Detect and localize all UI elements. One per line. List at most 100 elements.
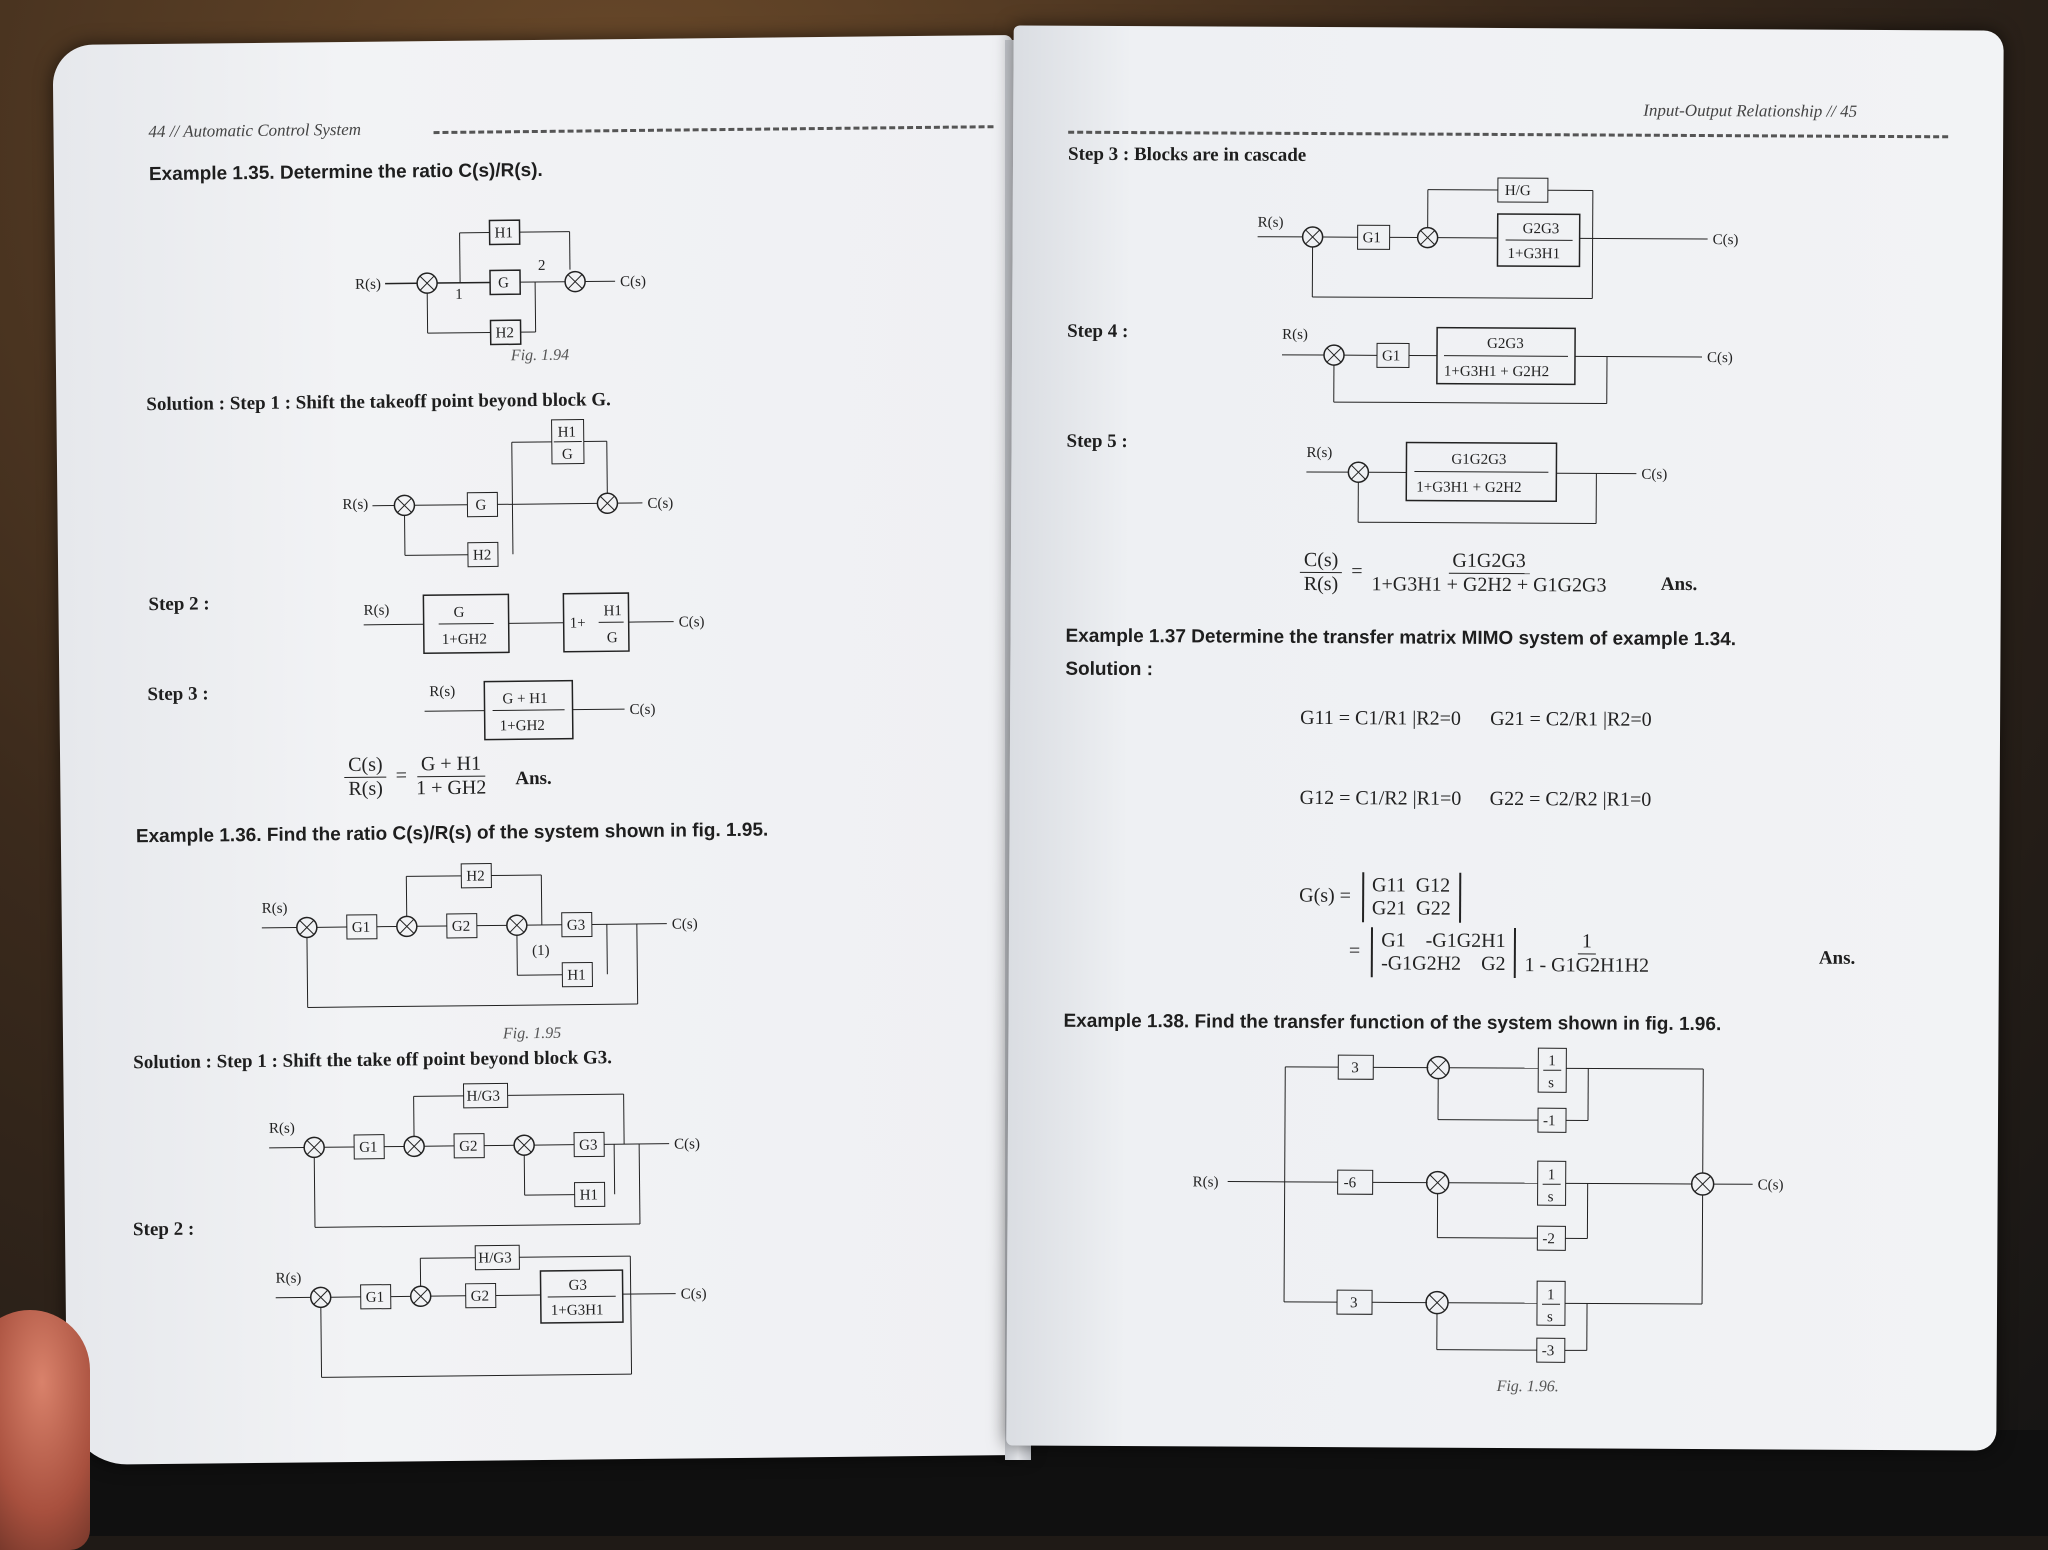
figure-caption: Fig. 1.94	[511, 347, 569, 366]
svg-text:1: 1	[1547, 1287, 1555, 1303]
svg-text:C(s): C(s)	[630, 702, 656, 718]
block-diagram-fig196: R(s) 3 1s -1 -6 1s -2 3 1s	[1192, 1046, 1814, 1369]
svg-text:C(s): C(s)	[674, 1136, 700, 1152]
svg-text:H1: H1	[603, 603, 622, 619]
svg-text:G1: G1	[359, 1140, 378, 1156]
svg-text:G2G3: G2G3	[1523, 221, 1560, 237]
svg-text:3: 3	[1350, 1295, 1358, 1311]
svg-text:1+G3H1: 1+G3H1	[551, 1302, 604, 1319]
svg-text:G2: G2	[452, 919, 471, 935]
header-rule	[1068, 131, 1948, 139]
svg-text:C(s): C(s)	[1758, 1177, 1784, 1193]
svg-text:C(s): C(s)	[681, 1286, 707, 1302]
figure-caption: Fig. 1.95	[503, 1025, 561, 1044]
svg-text:C(s): C(s)	[620, 274, 646, 290]
svg-text:H2: H2	[496, 325, 515, 341]
block-diagram-step3-right: R(s) G1 G2G3 1+G3H1 C(s) H/G	[1257, 147, 1758, 310]
example-title: Example 1.38. Find the transfer function…	[1063, 1011, 1721, 1036]
svg-text:1: 1	[455, 287, 463, 303]
svg-text:H1: H1	[567, 968, 586, 984]
svg-text:C(s): C(s)	[647, 496, 673, 512]
svg-text:-1: -1	[1543, 1113, 1556, 1129]
transfer-matrix: G(s) = G11 G12 G21 G22	[1299, 872, 1461, 923]
svg-text:R(s): R(s)	[355, 277, 381, 293]
step-label: Step 4 :	[1067, 321, 1128, 343]
svg-text:C(s): C(s)	[1641, 467, 1667, 483]
svg-text:R(s): R(s)	[1193, 1174, 1219, 1190]
figure-caption: Fig. 1.96.	[1497, 1378, 1559, 1396]
solution-step: Solution : Step 1 : Shift the take off p…	[133, 1047, 612, 1074]
svg-text:C(s): C(s)	[672, 916, 698, 932]
block-diagram-step5-right: R(s) G1G2G3 1+G3H1 + G2H2 C(s)	[1306, 427, 1727, 539]
svg-text:G1: G1	[366, 1290, 385, 1306]
svg-text:H2: H2	[466, 869, 485, 885]
svg-text:R(s): R(s)	[1282, 327, 1308, 343]
svg-text:R(s): R(s)	[262, 901, 288, 917]
svg-text:R(s): R(s)	[363, 603, 389, 619]
svg-text:-6: -6	[1344, 1175, 1357, 1191]
svg-text:(1): (1)	[532, 943, 550, 959]
page-header: Input-Output Relationship // 45	[1643, 101, 1857, 122]
svg-text:G1: G1	[1382, 348, 1400, 364]
svg-text:1: 1	[1548, 1053, 1556, 1069]
svg-text:C(s): C(s)	[1713, 232, 1739, 248]
svg-text:1+: 1+	[570, 616, 586, 632]
header-rule	[434, 125, 994, 134]
answer-label: Ans.	[1819, 948, 1856, 970]
block-diagram-step2-ex136: R(s) G1 G2 G3 1+G3H1 C(s) H/G3	[275, 1242, 817, 1408]
svg-text:H/G3: H/G3	[467, 1088, 501, 1104]
svg-text:G3: G3	[567, 918, 586, 934]
svg-text:3: 3	[1351, 1060, 1359, 1076]
answer-label: Ans.	[515, 768, 552, 790]
block-diagram-fig195: R(s) G1 G2 G3 C(s) H2 H1 (1)	[261, 852, 803, 1023]
g21-definition: G21 = C2/R1 |R2=0	[1490, 708, 1652, 732]
svg-text:G3: G3	[579, 1137, 598, 1153]
step-label: Step 2 :	[133, 1219, 194, 1242]
svg-text:G1: G1	[352, 920, 371, 936]
svg-text:H2: H2	[473, 547, 492, 563]
answer-label: Ans.	[1661, 574, 1698, 596]
svg-text:C(s): C(s)	[679, 614, 705, 630]
svg-text:H1: H1	[580, 1187, 599, 1203]
svg-text:H1: H1	[495, 225, 514, 241]
svg-text:R(s): R(s)	[269, 1121, 295, 1137]
g11-definition: G11 = C1/R1 |R2=0	[1300, 707, 1461, 731]
svg-text:G1: G1	[1363, 230, 1381, 246]
svg-text:-3: -3	[1542, 1343, 1555, 1359]
g22-definition: G22 = C2/R2 |R1=0	[1490, 788, 1652, 812]
svg-text:H1: H1	[558, 425, 577, 441]
svg-text:s: s	[1547, 1309, 1553, 1325]
block-diagram-fig194: R(s) G H1 H2 C(s) 1 2	[354, 189, 676, 342]
svg-text:G2G3: G2G3	[1487, 336, 1524, 352]
example-title: Example 1.36. Find the ratio C(s)/R(s) o…	[136, 820, 769, 849]
block-diagram-step3: R(s) G + H1 1+GH2 C(s)	[424, 673, 685, 746]
solution-label: Solution :	[1065, 659, 1153, 681]
svg-text:H/G3: H/G3	[478, 1250, 512, 1266]
g12-definition: G12 = C1/R2 |R1=0	[1300, 787, 1462, 811]
svg-text:R(s): R(s)	[275, 1271, 301, 1287]
svg-text:s: s	[1548, 1075, 1554, 1091]
svg-text:1+GH2: 1+GH2	[442, 632, 487, 648]
example-title: Example 1.35. Determine the ratio C(s)/R…	[149, 160, 543, 186]
svg-text:1+G3H1 + G2H2: 1+G3H1 + G2H2	[1416, 480, 1521, 497]
thumb	[0, 1310, 90, 1550]
svg-text:G + H1: G + H1	[502, 691, 547, 707]
svg-text:R(s): R(s)	[342, 497, 368, 513]
svg-text:G1G2G3: G1G2G3	[1451, 452, 1506, 468]
svg-text:G: G	[475, 498, 486, 514]
right-page: Input-Output Relationship // 45 Step 3 :…	[1006, 25, 2003, 1450]
svg-text:G: G	[498, 275, 509, 291]
left-page: 44 // Automatic Control System Example 1…	[53, 35, 1028, 1465]
page-header: 44 // Automatic Control System	[148, 120, 361, 142]
svg-text:R(s): R(s)	[1306, 445, 1332, 461]
svg-text:G: G	[562, 447, 573, 463]
svg-text:1: 1	[1548, 1167, 1556, 1183]
svg-text:s: s	[1548, 1189, 1554, 1205]
step-label: Step 2 :	[148, 593, 209, 616]
svg-text:G: G	[607, 630, 618, 646]
block-diagram-step1: R(s) G C(s) H1 G H2	[341, 411, 673, 574]
step-label: Step 5 :	[1066, 431, 1127, 453]
